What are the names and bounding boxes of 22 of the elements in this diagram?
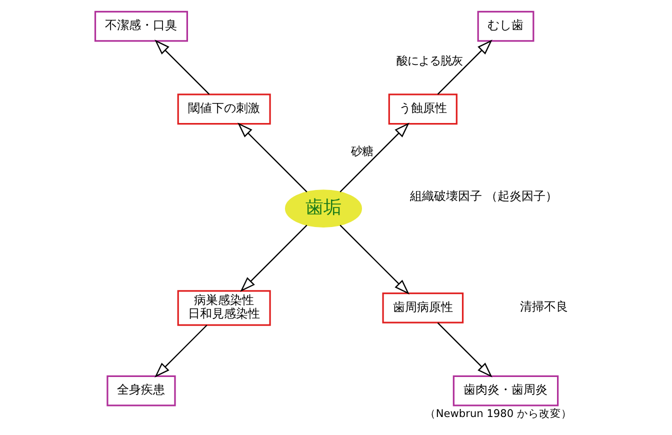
node-box: う蝕原性 (388, 94, 457, 125)
arrow (237, 122, 307, 192)
edge-label: 砂糖 (350, 144, 373, 158)
arrow (436, 322, 492, 378)
arrow (339, 122, 409, 192)
node-box: 歯周病原性 (382, 292, 464, 324)
label: 清掃不良 (519, 300, 568, 314)
caption: （Newbrun 1980 から改変） (424, 408, 572, 420)
arrow (154, 324, 207, 378)
arrow (339, 224, 409, 295)
node-ellipse: 歯垢 (284, 190, 362, 228)
edge-label: 酸による脱灰 (396, 53, 462, 68)
label: 組織破壊因子 （起炎因子） (409, 189, 558, 204)
node-box: 閾値下の刺激 (176, 94, 270, 125)
node-box: 全身疾患 (106, 375, 176, 406)
node-box: 歯肉炎・歯周炎 (452, 375, 558, 406)
arrow (436, 40, 492, 95)
node-box: 不潔感・口臭 (94, 10, 188, 42)
arrow (240, 224, 307, 292)
node-box: むし歯 (476, 10, 534, 42)
node-box: 病巣感染性 日和見感染性 (176, 290, 270, 326)
arrow (154, 40, 210, 95)
